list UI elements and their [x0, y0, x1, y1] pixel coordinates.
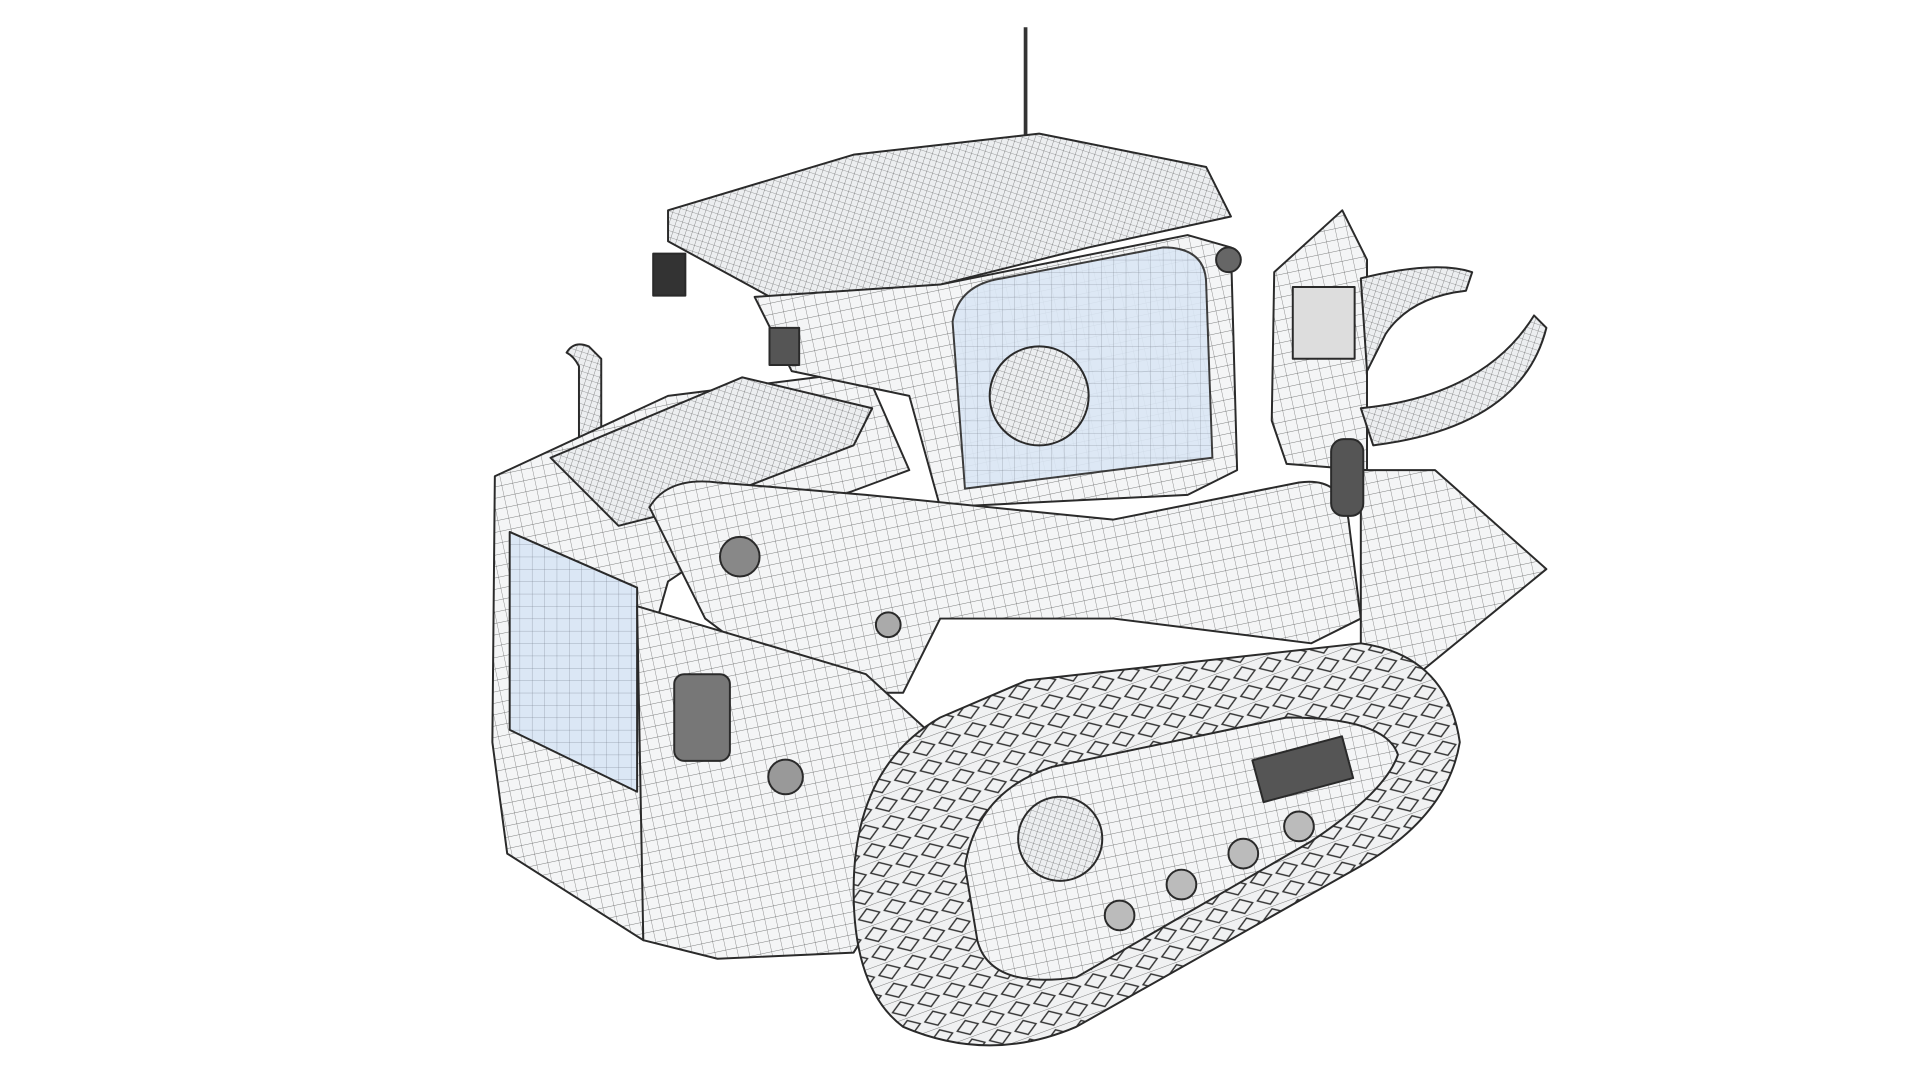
arm-pivot: [719, 535, 761, 578]
engine-body: [491, 370, 911, 942]
tail-light: [673, 673, 731, 762]
work-light-left: [652, 252, 687, 297]
drive-sprocket: [1017, 795, 1104, 882]
cab-roof: [667, 132, 1232, 317]
bucket: [1359, 469, 1548, 682]
arm-pin: [874, 611, 902, 639]
rear-side-panel: [508, 530, 639, 793]
track-motor-block: [1251, 735, 1355, 804]
work-light-left-2: [768, 326, 801, 366]
lift-arm: [648, 480, 1362, 694]
cab-door-glass: [951, 246, 1214, 490]
body-bolt: [767, 758, 804, 796]
attachment-vent: [1291, 286, 1356, 360]
engine-grille: [549, 376, 874, 527]
work-light-right: [1215, 246, 1242, 274]
mirror: [1330, 438, 1365, 517]
road-wheels: [1103, 810, 1315, 932]
seat-controls: [988, 345, 1090, 447]
exhaust-pipe: [565, 343, 603, 442]
grapple-jaw: [1359, 266, 1474, 373]
grapple-tine: [1359, 314, 1548, 447]
